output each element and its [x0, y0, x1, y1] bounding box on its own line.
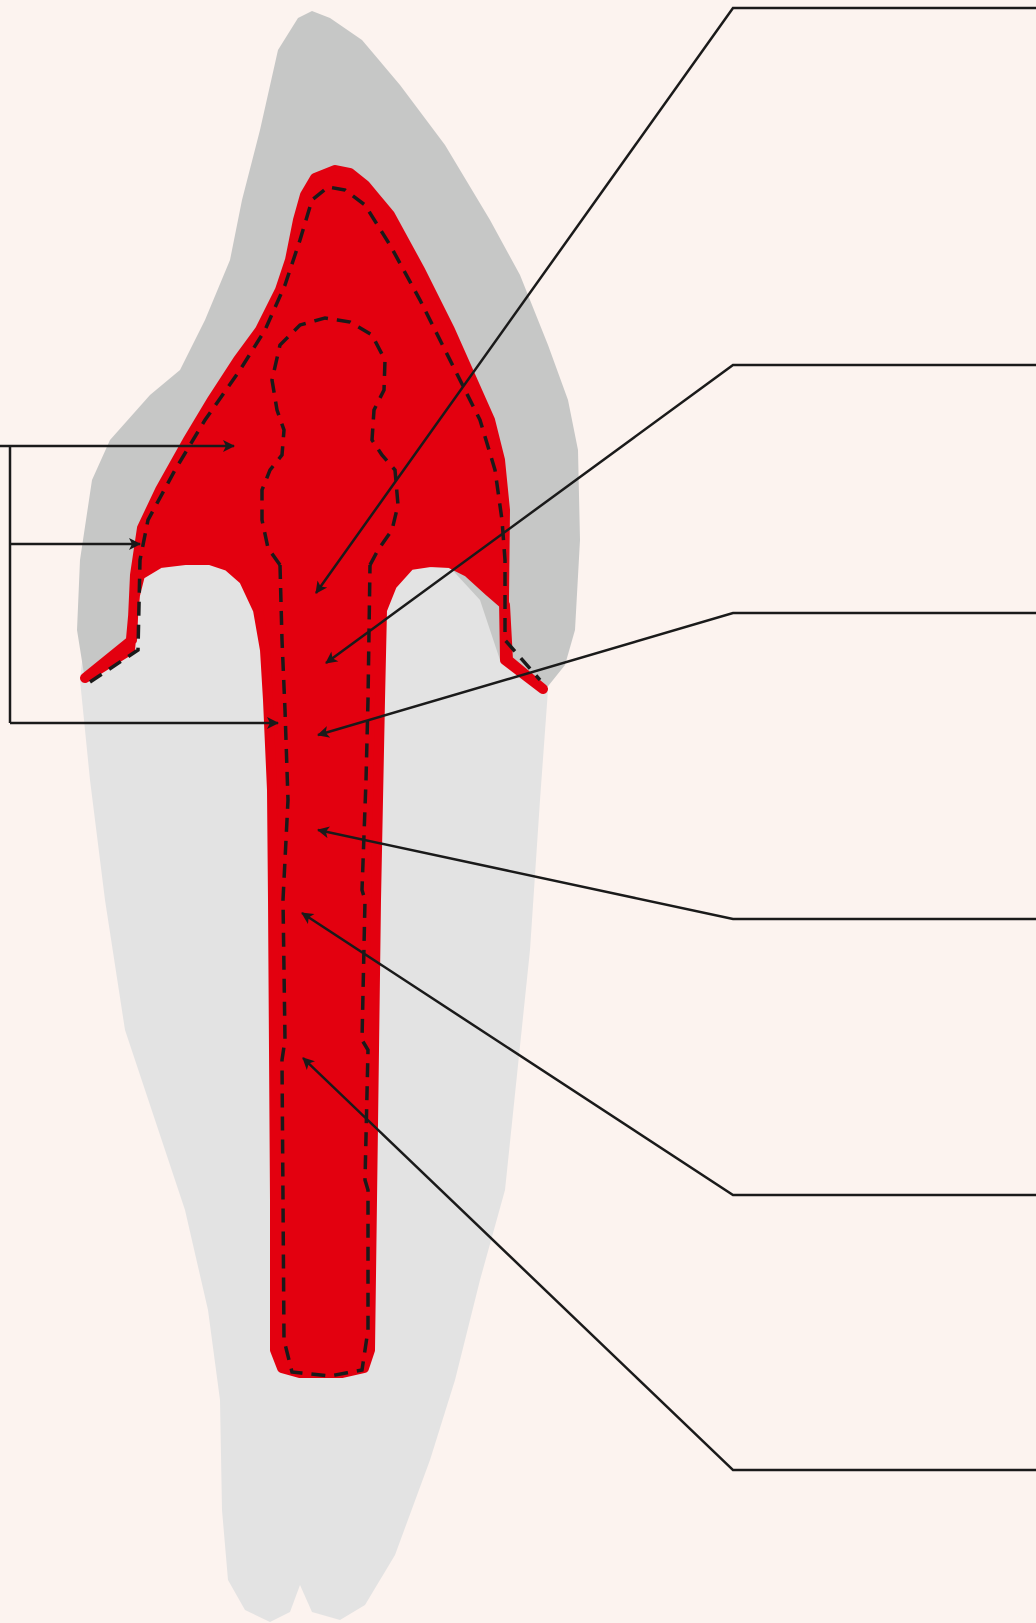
diagram-canvas [0, 0, 1036, 1623]
tooth-post-core-diagram [0, 0, 1036, 1623]
